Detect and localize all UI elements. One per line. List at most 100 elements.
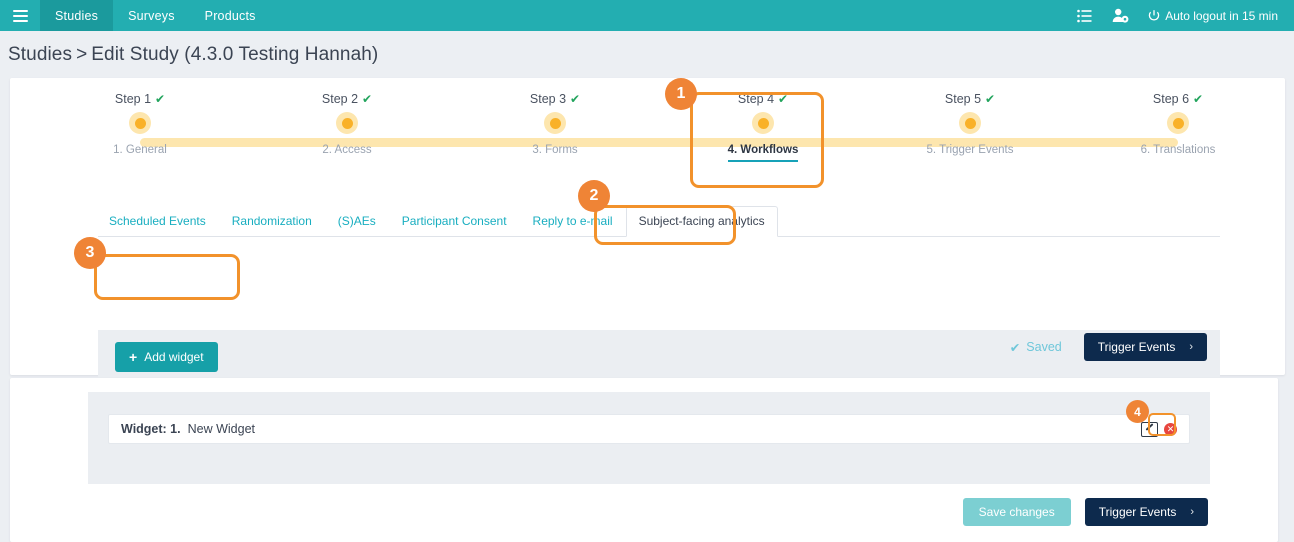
breadcrumb-current: Edit Study (4.3.0 Testing Hannah) <box>91 44 379 65</box>
widget-delete-glyph: ✕ <box>1166 423 1175 434</box>
saved-status-label: Saved <box>1026 340 1062 354</box>
step-4-dot-wrap <box>683 106 843 140</box>
annotation-badge-1: 1 <box>665 78 697 110</box>
widget-name-label: New Widget <box>187 422 255 436</box>
step-2-access[interactable]: Step 2✔ 2. Access <box>267 92 427 158</box>
step-4-workflows[interactable]: Step 4✔ 4. Workflows <box>683 92 843 162</box>
tab-saes-label: (S)AEs <box>337 214 376 228</box>
hamburger-menu-icon[interactable] <box>0 0 40 31</box>
save-changes-button-label: Save changes <box>978 505 1055 519</box>
step-2-dot[interactable] <box>336 112 358 134</box>
trigger-events-button-bottom[interactable]: Trigger Events › <box>1084 498 1208 526</box>
widget-actions: ✕ <box>1141 421 1177 437</box>
step-6-translations[interactable]: Step 6✔ 6. Translations <box>1098 92 1258 158</box>
nav-item-studies-label: Studies <box>55 8 99 23</box>
tab-randomization-label: Randomization <box>231 214 312 228</box>
power-icon <box>1149 9 1160 21</box>
save-changes-button[interactable]: Save changes <box>962 498 1071 526</box>
tab-subject-facing-analytics[interactable]: Subject-facing analytics <box>625 206 778 237</box>
step-6-label[interactable]: 6. Translations <box>1140 144 1216 156</box>
step-4-title: Step 4✔ <box>683 92 843 106</box>
check-icon: ✔ <box>985 92 996 106</box>
step-5-label[interactable]: 5. Trigger Events <box>926 144 1014 156</box>
annotation-badge-3: 3 <box>74 237 106 269</box>
widgets-card: Widget: 1. New Widget ✕ Save changes Tri… <box>10 378 1278 542</box>
tab-participant-consent-label: Participant Consent <box>401 214 507 228</box>
saved-status: ✔ Saved <box>1010 340 1062 355</box>
step-5-title-text: Step 5 <box>944 92 982 106</box>
nav-item-products-label: Products <box>204 8 256 23</box>
breadcrumb: Studies>Edit Study (4.3.0 Testing Hannah… <box>8 44 378 66</box>
check-icon: ✔ <box>362 92 373 106</box>
step-3-label[interactable]: 3. Forms <box>532 144 578 156</box>
top-navigation-bar: Studies Surveys Products <box>0 0 1294 31</box>
step-1-general[interactable]: Step 1✔ 1. General <box>60 92 220 158</box>
tab-randomization[interactable]: Randomization <box>219 214 325 236</box>
trigger-events-button-top[interactable]: Trigger Events › <box>1083 333 1207 361</box>
step-2-title: Step 2✔ <box>267 92 427 106</box>
step-4-label[interactable]: 4. Workflows <box>727 144 799 162</box>
step-4-title-text: Step 4 <box>737 92 775 106</box>
study-editor-card: Step 1✔ 1. General Step 2✔ 2. Access Ste <box>10 78 1285 384</box>
study-steps-progress: Step 1✔ 1. General Step 2✔ 2. Access Ste <box>100 92 1240 192</box>
step-6-title: Step 6✔ <box>1098 92 1258 106</box>
check-icon: ✔ <box>155 92 166 106</box>
step-1-dot[interactable] <box>129 112 151 134</box>
auto-logout-indicator[interactable]: Auto logout in 15 min <box>1138 9 1284 23</box>
step-3-dot[interactable] <box>544 112 566 134</box>
tab-reply-to-email-label: Reply to e-mail <box>532 214 613 228</box>
nav-item-products[interactable]: Products <box>190 0 271 31</box>
nav-item-surveys[interactable]: Surveys <box>113 0 190 31</box>
widget-list-item[interactable]: Widget: 1. New Widget ✕ <box>108 414 1190 444</box>
trigger-events-button-bottom-label: Trigger Events <box>1098 505 1177 519</box>
annotation-badge-4: 4 <box>1126 400 1149 423</box>
step-5-trigger-events[interactable]: Step 5✔ 5. Trigger Events <box>890 92 1050 158</box>
add-widget-button[interactable]: + Add widget <box>115 342 218 372</box>
step-2-title-text: Step 2 <box>321 92 359 106</box>
step-4-dot[interactable] <box>752 112 774 134</box>
step-2-label[interactable]: 2. Access <box>322 144 372 156</box>
widget-delete-icon[interactable]: ✕ <box>1164 422 1177 436</box>
step-3-forms[interactable]: Step 3✔ 3. Forms <box>475 92 635 158</box>
step-3-title: Step 3✔ <box>475 92 635 106</box>
step-5-dot[interactable] <box>959 112 981 134</box>
breadcrumb-root[interactable]: Studies <box>8 44 73 65</box>
tab-scheduled-events[interactable]: Scheduled Events <box>98 214 219 236</box>
step-3-title-text: Step 3 <box>529 92 567 106</box>
plus-icon: + <box>129 349 138 365</box>
workflow-tabs: Scheduled Events Randomization (S)AEs Pa… <box>98 206 1220 237</box>
chevron-right-icon: › <box>1189 341 1193 353</box>
widget-index-label: Widget: 1. <box>121 422 181 436</box>
step-6-dot[interactable] <box>1167 112 1189 134</box>
auto-logout-label: Auto logout in 15 min <box>1165 8 1278 23</box>
top-navigation-right-group: Auto logout in 15 min <box>1066 0 1294 31</box>
nav-item-studies[interactable]: Studies <box>40 0 114 31</box>
user-settings-icon[interactable] <box>1102 0 1138 31</box>
widget-edit-icon[interactable] <box>1141 421 1158 437</box>
tab-scheduled-events-label: Scheduled Events <box>109 214 206 228</box>
tab-subject-facing-analytics-label: Subject-facing analytics <box>638 214 765 228</box>
check-icon: ✔ <box>778 92 789 106</box>
step-1-title-text: Step 1 <box>114 92 152 106</box>
tab-participant-consent[interactable]: Participant Consent <box>389 214 520 236</box>
save-status-row: ✔ Saved Trigger Events › <box>1010 333 1207 361</box>
step-1-label[interactable]: 1. General <box>113 144 167 156</box>
chevron-right-icon: › <box>1190 506 1194 518</box>
step-6-title-text: Step 6 <box>1152 92 1190 106</box>
nav-item-surveys-label: Surveys <box>128 8 175 23</box>
footer-actions: Save changes Trigger Events › <box>962 498 1208 526</box>
step-1-dot-wrap <box>60 106 220 140</box>
annotation-badge-2: 2 <box>578 180 610 212</box>
trigger-events-button-top-label: Trigger Events <box>1097 340 1176 354</box>
widgets-panel: Widget: 1. New Widget ✕ <box>88 392 1210 484</box>
list-icon[interactable] <box>1066 0 1102 31</box>
check-icon: ✔ <box>1009 340 1021 355</box>
step-3-dot-wrap <box>475 106 635 140</box>
check-icon: ✔ <box>1193 92 1204 106</box>
step-5-dot-wrap <box>890 106 1050 140</box>
step-5-title: Step 5✔ <box>890 92 1050 106</box>
step-6-dot-wrap <box>1098 106 1258 140</box>
tab-saes[interactable]: (S)AEs <box>325 214 389 236</box>
tab-reply-to-email[interactable]: Reply to e-mail <box>520 214 626 236</box>
step-2-dot-wrap <box>267 106 427 140</box>
